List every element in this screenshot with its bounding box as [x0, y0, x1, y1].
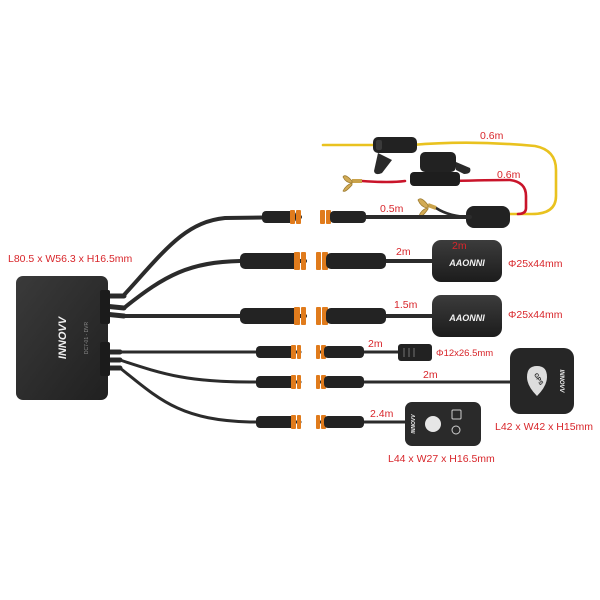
fuse-holder-red — [410, 152, 471, 186]
fork-terminal-right — [417, 198, 437, 217]
gps-dimensions: L42 x W42 x H15mm — [495, 421, 593, 433]
microphone-connector-female — [316, 345, 364, 359]
rear-camera: AAONNI — [432, 295, 502, 337]
power-connector-male — [262, 210, 301, 224]
front-camera-connector-male — [240, 252, 306, 270]
rear-camera-dimensions: Φ25x44mm — [508, 309, 563, 321]
remote-status-icon-a — [451, 409, 462, 420]
gps-brand: INNOVV — [558, 369, 564, 393]
hub-cable-bundle — [101, 293, 127, 371]
microphone-length: 2m — [368, 338, 383, 350]
remote-connector-male — [256, 415, 301, 429]
rear-camera-length: 1.5m — [394, 299, 418, 311]
front-camera-length: 2m — [396, 246, 411, 258]
remote-brand: INNOVV — [411, 414, 417, 434]
remote-status-icon-b — [451, 425, 461, 435]
fork-terminal-left — [342, 175, 362, 192]
rear-camera-brand: AAONNI — [448, 313, 485, 323]
front-camera-dimensions: Φ25x44mm — [508, 258, 563, 270]
gps-connector-female — [316, 375, 364, 389]
red-wire — [360, 178, 528, 216]
microphone-dimensions: Φ12x26.5mm — [436, 348, 493, 359]
yellow-wire — [321, 141, 558, 216]
remote-length: 2.4m — [370, 408, 394, 420]
fuse-holder-yellow — [373, 137, 417, 175]
yellow-wire-length: 0.6m — [480, 130, 504, 142]
remote-control: INNOVV — [405, 402, 481, 446]
red-wire-length: 0.6m — [497, 169, 521, 181]
gps-module: GPS INNOVV — [510, 348, 574, 414]
remote-button — [425, 416, 441, 432]
dimension-labels: L80.5 x W56.3 x H16.5mm 0.6m 0.6m 0.5m 2… — [8, 130, 593, 465]
microphone — [398, 344, 432, 361]
gps-length: 2m — [423, 369, 438, 381]
dvr-hub: INNOVV DC7-01 - DVR — [16, 276, 110, 400]
power-connector-female — [320, 210, 366, 224]
remote-connector-female — [316, 415, 364, 429]
hub-brand: INNOVV — [57, 315, 69, 359]
rear-camera-connector-male — [240, 307, 306, 325]
front-camera-brand: AAONNI — [448, 258, 485, 268]
power-harness — [321, 137, 558, 228]
remote-dimensions: L44 x W27 x H16.5mm — [388, 453, 495, 465]
black-wire-length: 0.5m — [380, 203, 404, 215]
gps-connector-male — [256, 375, 301, 389]
wire-splice-block — [466, 206, 510, 228]
hub-model: DC7-01 - DVR — [84, 321, 90, 354]
microphone-connector-male — [256, 345, 301, 359]
front-camera-length-overlay: 2m — [452, 240, 467, 252]
connectors — [240, 210, 386, 429]
front-camera: AAONNI — [432, 240, 502, 282]
rear-camera-connector-female — [316, 307, 386, 325]
front-camera-connector-female — [316, 252, 386, 270]
hub-dimensions: L80.5 x W56.3 x H16.5mm — [8, 253, 133, 265]
gps-label: GPS — [532, 373, 544, 387]
